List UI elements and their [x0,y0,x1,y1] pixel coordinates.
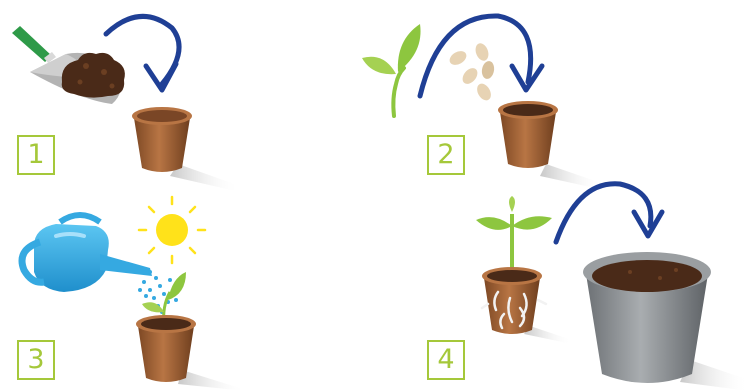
sprout-icon [362,24,421,116]
seeds-icon [447,41,495,102]
sun-icon [139,197,205,263]
step-4-illustration [476,184,749,391]
terracotta-pot-icon [498,101,604,190]
watering-can-icon [22,215,152,292]
step-2-illustration [362,16,604,190]
step-number-3: 3 [17,340,55,380]
step-number-2: 2 [427,135,465,175]
step-number-4: 4 [427,340,465,380]
arrow-icon [556,184,662,242]
step-number-1: 1 [17,135,55,175]
seedling-icon [476,196,552,276]
terracotta-pot-icon [136,315,246,391]
step-3-illustration [22,197,246,391]
large-pot-icon [583,252,749,391]
terracotta-pot-icon [132,107,240,192]
